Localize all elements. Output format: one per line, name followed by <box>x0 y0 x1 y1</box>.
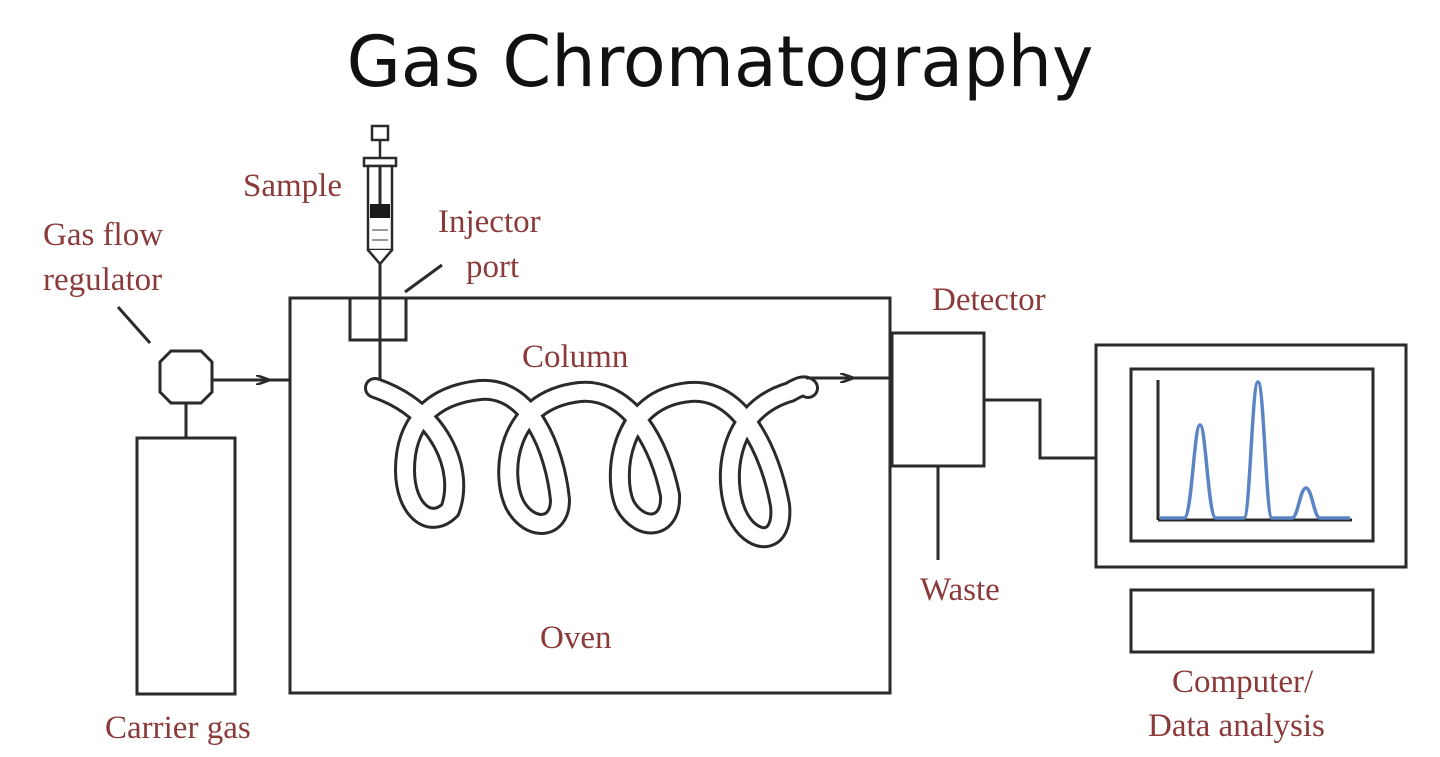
oven-label: Oven <box>540 620 611 656</box>
chromatogram-trace <box>1160 380 1350 520</box>
regulator-pointer <box>116 306 152 344</box>
column-coil <box>364 375 819 549</box>
gas-flow-label-1: Gas flow <box>43 217 163 253</box>
injector-port-label-1: Injector <box>438 204 541 240</box>
injector-port-label-2: port <box>466 249 519 285</box>
carrier-gas-label: Carrier gas <box>105 710 251 746</box>
column-label: Column <box>522 339 628 375</box>
sample-label: Sample <box>243 168 342 204</box>
computer-label-2: Data analysis <box>1148 708 1325 744</box>
detector <box>890 331 986 468</box>
computer-keyboard <box>1129 588 1375 654</box>
gas-flow-regulator <box>158 349 214 405</box>
syringe-icon <box>362 124 398 266</box>
carrier-gas-tank <box>135 436 237 696</box>
gas-flow-label-2: regulator <box>43 262 162 298</box>
signal-cable <box>984 398 1096 460</box>
detector-label: Detector <box>932 282 1046 318</box>
diagram-title: Gas Chromatography <box>347 21 1094 103</box>
waste-label: Waste <box>920 572 1000 608</box>
injector-pointer <box>404 263 443 294</box>
oven <box>288 296 892 695</box>
injector-port <box>348 296 408 342</box>
computer-label-1: Computer/ <box>1172 664 1314 700</box>
